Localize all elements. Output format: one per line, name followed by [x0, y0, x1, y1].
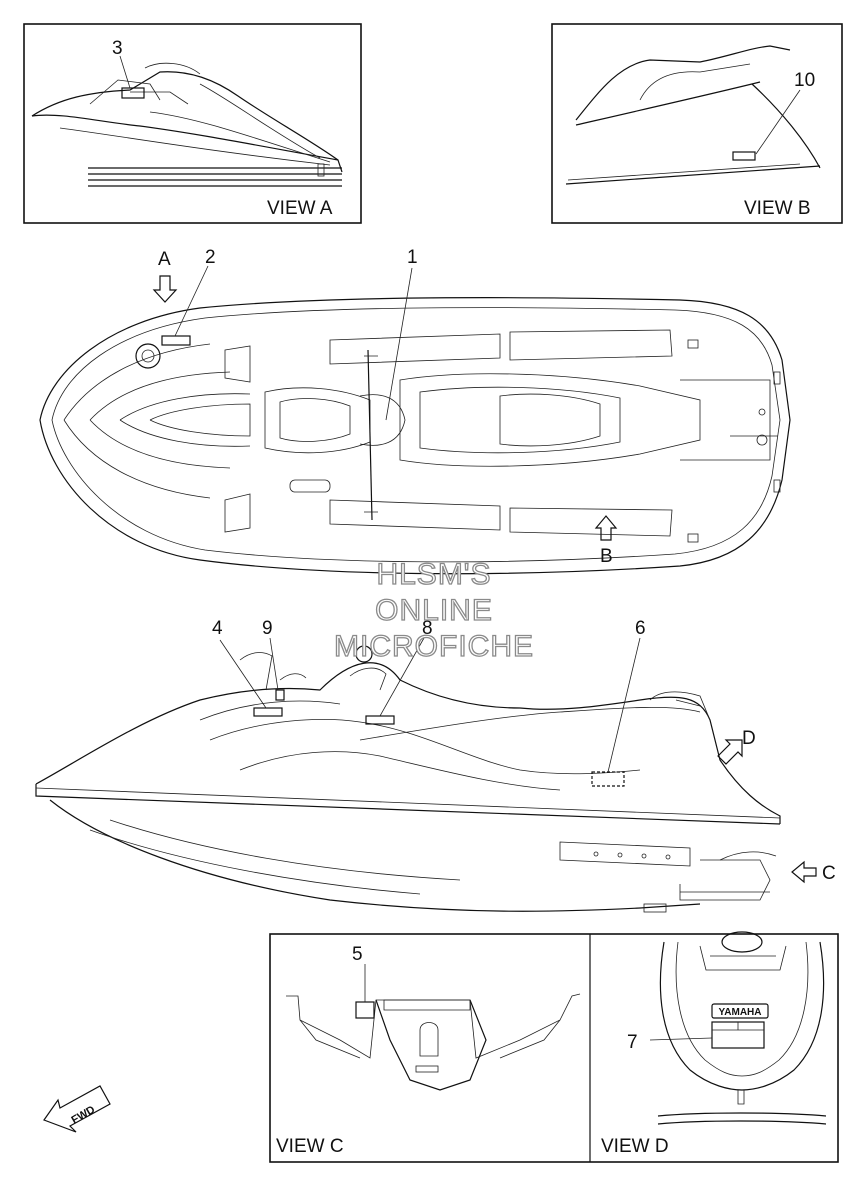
view-b-label: VIEW B — [744, 198, 811, 219]
watermark-line-2: ONLINE — [375, 594, 493, 627]
fwd-arrow: FWD — [43, 1085, 111, 1133]
arrow-d-label: D — [742, 728, 756, 749]
view-b-panel: 10 VIEW B — [551, 23, 843, 224]
callout-7: 7 — [627, 1032, 638, 1053]
arrow-d-icon — [717, 739, 743, 765]
side-view-watercraft: 4 9 8 6 D C — [35, 618, 836, 913]
callout-4: 4 — [212, 618, 223, 639]
fwd-label: FWD — [70, 1104, 98, 1127]
view-c-label: VIEW C — [276, 1136, 344, 1157]
watermark: HLSM'S ONLINE MICROFICHE — [333, 557, 534, 663]
arrow-b-icon — [594, 515, 618, 541]
yamaha-logo-text: YAMAHA — [719, 1007, 762, 1018]
callout-1: 1 — [407, 247, 418, 268]
callout-6: 6 — [635, 618, 646, 639]
view-d-label: VIEW D — [601, 1136, 669, 1157]
view-a-label: VIEW A — [267, 198, 333, 219]
callout-9: 9 — [262, 618, 273, 639]
arrow-b-label: B — [600, 546, 613, 567]
forward-arrow-icon — [43, 1085, 111, 1133]
view-a-panel: 3 VIEW A — [23, 23, 362, 224]
callout-3: 3 — [112, 38, 123, 59]
view-c-panel: 5 VIEW C — [276, 944, 581, 1157]
arrow-a-icon — [152, 275, 178, 303]
callout-5: 5 — [352, 944, 363, 965]
watermark-line-1: HLSM'S — [376, 558, 491, 591]
watermark-line-3: MICROFICHE — [334, 630, 534, 663]
arrow-c-label: C — [822, 863, 836, 884]
callout-2: 2 — [205, 247, 216, 268]
callout-8: 8 — [422, 618, 433, 639]
arrow-a-label: A — [158, 249, 171, 270]
callout-10: 10 — [794, 70, 815, 91]
view-d-panel: YAMAHA 7 VIEW D — [601, 931, 827, 1157]
top-view-watercraft: 2 1 A B — [39, 247, 791, 575]
arrow-c-icon — [791, 860, 817, 884]
